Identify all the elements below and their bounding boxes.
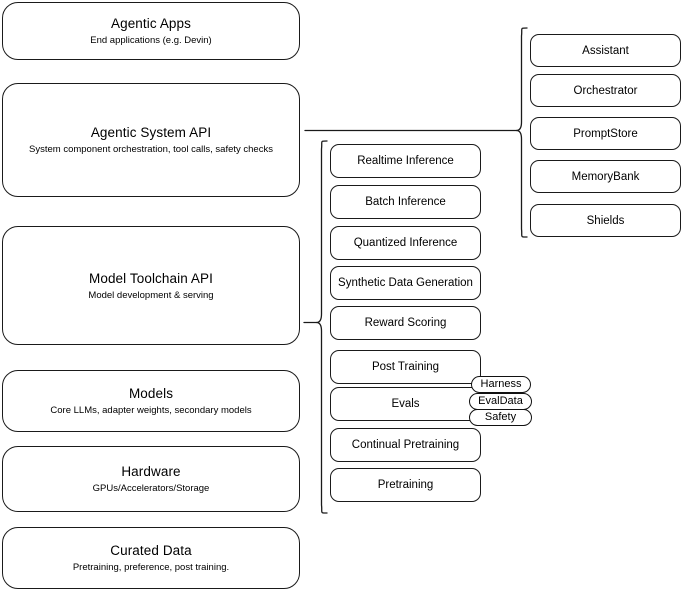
eval-pill-evaldata[interactable]: EvalData [469,393,532,410]
layer-title: Curated Data [110,543,192,558]
layer-title: Model Toolchain API [89,270,213,286]
toolchain-box-pretraining[interactable]: Pretraining [330,468,481,502]
toolchain-label: Quantized Inference [353,237,458,249]
eval-pill-label: EvalData [478,395,523,407]
system-label: Orchestrator [573,84,638,97]
layer-box-curated-data[interactable]: Curated Data Pretraining, preference, po… [2,527,300,589]
toolchain-label: Synthetic Data Generation [338,277,473,289]
toolchain-box-synthetic-data-generation[interactable]: Synthetic Data Generation [330,266,481,300]
system-box-shields[interactable]: Shields [530,204,681,237]
system-box-assistant[interactable]: Assistant [530,34,681,67]
layer-subtitle: Pretraining, preference, post training. [72,562,230,573]
bracket-toolchain-components [315,140,328,514]
layer-subtitle: End applications (e.g. Devin) [90,35,212,46]
layer-box-hardware[interactable]: Hardware GPUs/Accelerators/Storage [2,446,300,512]
system-label: Shields [586,214,625,227]
layer-subtitle: GPUs/Accelerators/Storage [92,483,210,494]
toolchain-label: Realtime Inference [357,155,454,167]
layer-subtitle: Model development & serving [88,289,214,301]
layer-title: Models [128,386,174,401]
layer-box-agentic-apps[interactable]: Agentic Apps End applications (e.g. Devi… [2,2,300,60]
layer-title: Hardware [121,464,181,479]
toolchain-label: Evals [391,398,420,410]
toolchain-box-reward-scoring[interactable]: Reward Scoring [330,306,481,340]
layer-subtitle: Core LLMs, adapter weights, secondary mo… [50,405,252,416]
bracket-system-components [515,27,528,238]
toolchain-label: Continual Pretraining [351,439,460,451]
system-box-promptstore[interactable]: PromptStore [530,117,681,150]
toolchain-box-quantized-inference[interactable]: Quantized Inference [330,226,481,260]
system-label: PromptStore [573,127,638,140]
layer-box-agentic-system-api[interactable]: Agentic System API System component orch… [2,83,300,197]
toolchain-label: Pretraining [377,479,434,491]
toolchain-box-realtime-inference[interactable]: Realtime Inference [330,144,481,178]
toolchain-box-evals[interactable]: Evals [330,387,481,421]
toolchain-box-post-training[interactable]: Post Training [330,350,481,384]
layer-box-models[interactable]: Models Core LLMs, adapter weights, secon… [2,370,300,432]
eval-pill-label: Harness [480,378,522,390]
system-label: MemoryBank [571,170,640,183]
layer-title: Agentic Apps [110,16,191,31]
system-label: Assistant [582,44,629,57]
system-box-memorybank[interactable]: MemoryBank [530,160,681,193]
eval-pill-label: Safety [484,411,517,423]
layer-box-model-toolchain-api[interactable]: Model Toolchain API Model development & … [2,226,300,345]
eval-pill-harness[interactable]: Harness [471,376,531,393]
toolchain-box-batch-inference[interactable]: Batch Inference [330,185,481,219]
toolchain-label: Post Training [371,361,440,373]
toolchain-label: Batch Inference [365,196,446,208]
toolchain-label: Reward Scoring [364,317,447,329]
toolchain-box-continual-pretraining[interactable]: Continual Pretraining [330,428,481,462]
eval-pill-safety[interactable]: Safety [469,409,532,426]
system-box-orchestrator[interactable]: Orchestrator [530,74,681,107]
layer-subtitle: System component orchestration, tool cal… [29,144,273,155]
layer-title: Agentic System API [90,125,212,140]
